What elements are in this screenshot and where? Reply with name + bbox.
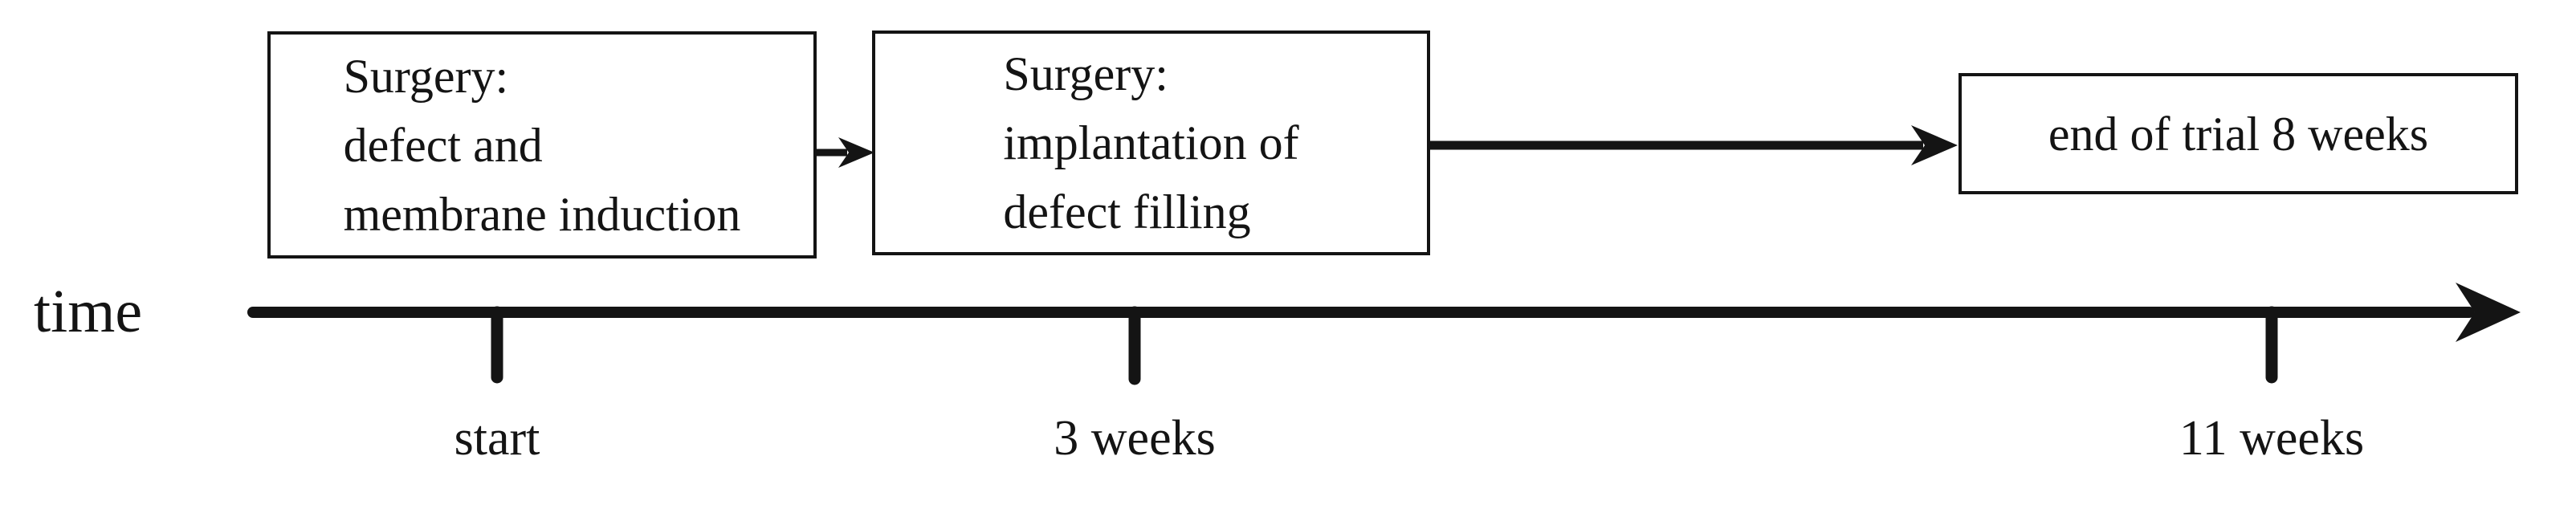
box-line: defect and [343,118,543,172]
box-line: implantation of [1003,116,1299,169]
end-of-trial-box: end of trial 8 weeks [1958,73,2518,194]
time-axis-arrowhead-icon [2456,283,2521,342]
surgery-implantation-text: Surgery: implantation of defect filling [1003,39,1298,246]
surgery-induction-box: Surgery: defect and membrane induction [267,31,817,258]
arrow-box1-box2-arrowhead-icon [838,137,874,168]
tick-label-11-weeks: 11 weeks [2179,411,2365,466]
box-line: Surgery: [343,49,509,103]
box-line: membrane induction [343,187,741,241]
box-line: Surgery: [1003,47,1168,100]
surgery-implantation-box: Surgery: implantation of defect filling [872,31,1430,255]
surgery-induction-text: Surgery: defect and membrane induction [344,42,741,249]
arrow-box2-box3-arrowhead-icon [1911,125,1958,165]
box-line: defect filling [1003,185,1251,238]
tick-label-3-weeks: 3 weeks [1054,411,1216,466]
time-axis-label: time [34,278,143,345]
box-line: end of trial 8 weeks [2048,107,2429,161]
tick-label-start: start [454,411,540,466]
end-of-trial-text: end of trial 8 weeks [2048,106,2428,162]
